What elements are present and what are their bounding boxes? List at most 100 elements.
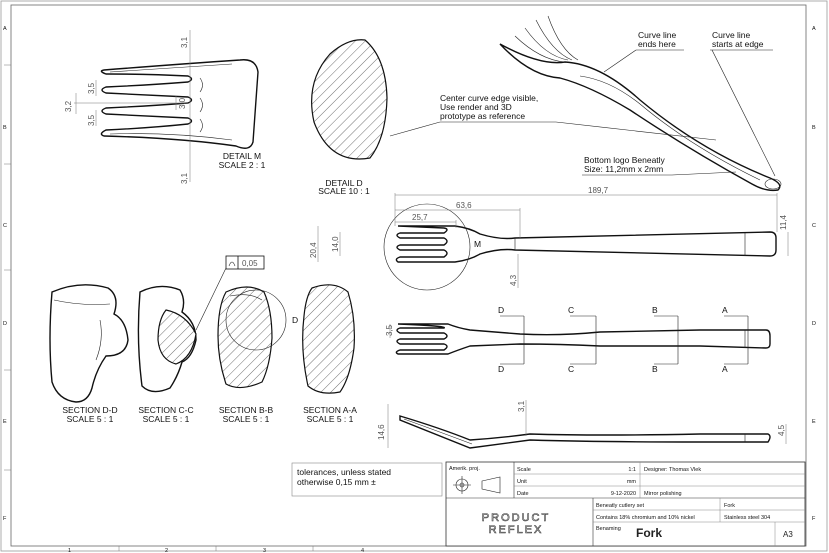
section-d-d: SECTION D-D SCALE 5 : 1 bbox=[49, 284, 129, 424]
profile-tolerance-icon bbox=[228, 261, 236, 267]
dim-label: 3,5 bbox=[87, 114, 96, 126]
note-curve-starts-line2: starts at edge bbox=[712, 39, 764, 49]
detail-d-scale: SCALE 10 : 1 bbox=[318, 186, 370, 196]
dim-neck-width: 4,3 bbox=[509, 274, 518, 286]
date-label: Date bbox=[517, 491, 529, 497]
section-scale: SCALE 5 : 1 bbox=[307, 414, 354, 424]
zone-letter-left: C bbox=[3, 223, 7, 229]
dim-tine-length: 25,7 bbox=[412, 213, 428, 222]
zone-letter-left: B bbox=[3, 125, 7, 131]
cut-label: B bbox=[652, 364, 658, 374]
note-bottom-logo-line1: Bottom logo Beneatly bbox=[584, 155, 666, 165]
section-detail-label: D bbox=[292, 315, 298, 325]
cut-label: A bbox=[722, 305, 728, 315]
dim-label: 3,5 bbox=[385, 324, 394, 336]
section-scale: SCALE 5 : 1 bbox=[143, 414, 190, 424]
detail-m-title: DETAIL M bbox=[223, 151, 261, 161]
projection-symbol-icon bbox=[453, 476, 501, 494]
part-name: Fork bbox=[636, 526, 662, 540]
part-name-small: Fork bbox=[724, 503, 735, 509]
top-view: M 189,7 63,6 25,7 11,4 20,4 14,0 4,3 bbox=[309, 186, 789, 291]
isometric-fork-view bbox=[499, 15, 782, 192]
tolerances-note: tolerances, unless stated otherwise 0,15… bbox=[291, 462, 443, 497]
dim-label: 3,0 bbox=[178, 97, 187, 109]
zone-letter-right: E bbox=[812, 419, 816, 425]
section-a-a: SECTION A-A SCALE 5 : 1 bbox=[302, 284, 357, 424]
section-title: SECTION A-A bbox=[303, 405, 357, 415]
dim-head-width: 20,4 bbox=[309, 242, 318, 258]
dim-label: 3,1 bbox=[180, 36, 189, 48]
cut-label: B bbox=[652, 305, 658, 315]
zone-letter-left: A bbox=[3, 26, 7, 32]
cut-line-c: C C bbox=[568, 305, 597, 374]
date-value: 9-12-2020 bbox=[611, 491, 636, 497]
dim-label: 3,5 bbox=[87, 82, 96, 94]
detail-d-title: DETAIL D bbox=[325, 178, 362, 188]
note-center-curve-line3: prototype as reference bbox=[440, 111, 525, 121]
zone-letter-right: A bbox=[812, 26, 816, 32]
zone-number: 4 bbox=[361, 548, 364, 553]
profile-view: 3,1 14,6 4,5 bbox=[377, 400, 787, 449]
zone-letter-left: E bbox=[3, 419, 7, 425]
note-center-curve-line2: Use render and 3D bbox=[440, 102, 512, 112]
zone-letter-right: C bbox=[812, 223, 816, 229]
title-block: Amerik. proj. Scale 1:1 Designer: Thomas… bbox=[445, 461, 806, 547]
zone-letter-left: F bbox=[3, 516, 7, 522]
logo-line2: REFLEX bbox=[489, 524, 544, 536]
dim-tine-span: 14,0 bbox=[331, 236, 340, 252]
note-curve-ends-line1: Curve line bbox=[638, 30, 677, 40]
gdt-tolerance-value: 0,05 bbox=[242, 259, 258, 268]
zone-number: 1 bbox=[68, 548, 71, 553]
cut-label: C bbox=[568, 364, 574, 374]
cut-label: D bbox=[498, 364, 504, 374]
projection-label: Amerik. proj. bbox=[449, 466, 480, 472]
section-c-c: SECTION C-C SCALE 5 : 1 bbox=[137, 285, 197, 424]
zone-letters: A B C D E F A B C D E F 1 2 3 4 bbox=[3, 26, 816, 553]
section-scale: SCALE 5 : 1 bbox=[67, 414, 114, 424]
section-scale: SCALE 5 : 1 bbox=[223, 414, 270, 424]
cut-label: C bbox=[568, 305, 574, 315]
section-title: SECTION C-C bbox=[138, 405, 193, 415]
unit-label: Unit bbox=[517, 479, 527, 485]
cut-label: D bbox=[498, 305, 504, 315]
set-name: Beneatly cutlery set bbox=[596, 503, 644, 509]
material-note: Contains 18% chromium and 10% nickel bbox=[596, 515, 695, 521]
section-b-b: D SECTION B-B SCALE 5 : 1 bbox=[217, 286, 298, 424]
cut-line-a: A A bbox=[722, 305, 749, 374]
gdt-feature-frame: 0,05 bbox=[195, 255, 265, 331]
zone-number: 3 bbox=[263, 548, 266, 553]
note-bottom-logo-line2: Size: 11,2mm x 2mm bbox=[584, 164, 663, 174]
designer: Designer: Thomas Vlek bbox=[644, 467, 701, 473]
cut-line-b: B B bbox=[652, 305, 679, 374]
zone-letter-right: D bbox=[812, 321, 816, 327]
benaming-label: Benaming bbox=[596, 526, 621, 532]
zone-letter-right: B bbox=[812, 125, 816, 131]
cut-line-d: D D bbox=[498, 305, 525, 374]
annotations: Curve line ends here Curve line starts a… bbox=[389, 30, 776, 177]
finish: Mirror polishing bbox=[644, 491, 682, 497]
scale-label: Scale bbox=[517, 467, 531, 473]
zone-number: 2 bbox=[165, 548, 168, 553]
unit-value: mm bbox=[627, 479, 637, 485]
detail-circle-label: M bbox=[474, 239, 481, 249]
note-curve-starts-line1: Curve line bbox=[712, 30, 751, 40]
dim-label: 3,2 bbox=[64, 100, 73, 112]
note-curve-ends-line2: ends here bbox=[638, 39, 676, 49]
dim-overall-length: 189,7 bbox=[588, 186, 609, 195]
zone-letter-right: F bbox=[812, 516, 816, 522]
product-reflex-logo: PRODUCT REFLEX bbox=[482, 512, 549, 537]
detail-m-scale: SCALE 2 : 1 bbox=[219, 160, 266, 170]
section-title: SECTION B-B bbox=[219, 405, 274, 415]
section-title: SECTION D-D bbox=[62, 405, 117, 415]
cut-label: A bbox=[722, 364, 728, 374]
tolerances-line1: tolerances, unless stated bbox=[297, 467, 391, 477]
detail-m-view: 3,1 3,5 3,2 3,0 3,5 3,1 DETAIL M SCALE 2… bbox=[64, 30, 266, 184]
note-center-curve-line1: Center curve edge visible, bbox=[440, 93, 538, 103]
dim-label: 3,1 bbox=[180, 172, 189, 184]
tolerances-line2: otherwise 0,15 mm ± bbox=[297, 477, 376, 487]
scale-value: 1:1 bbox=[628, 467, 636, 473]
dim-label: 14,6 bbox=[377, 424, 386, 440]
dim-label: 4,5 bbox=[777, 424, 786, 436]
